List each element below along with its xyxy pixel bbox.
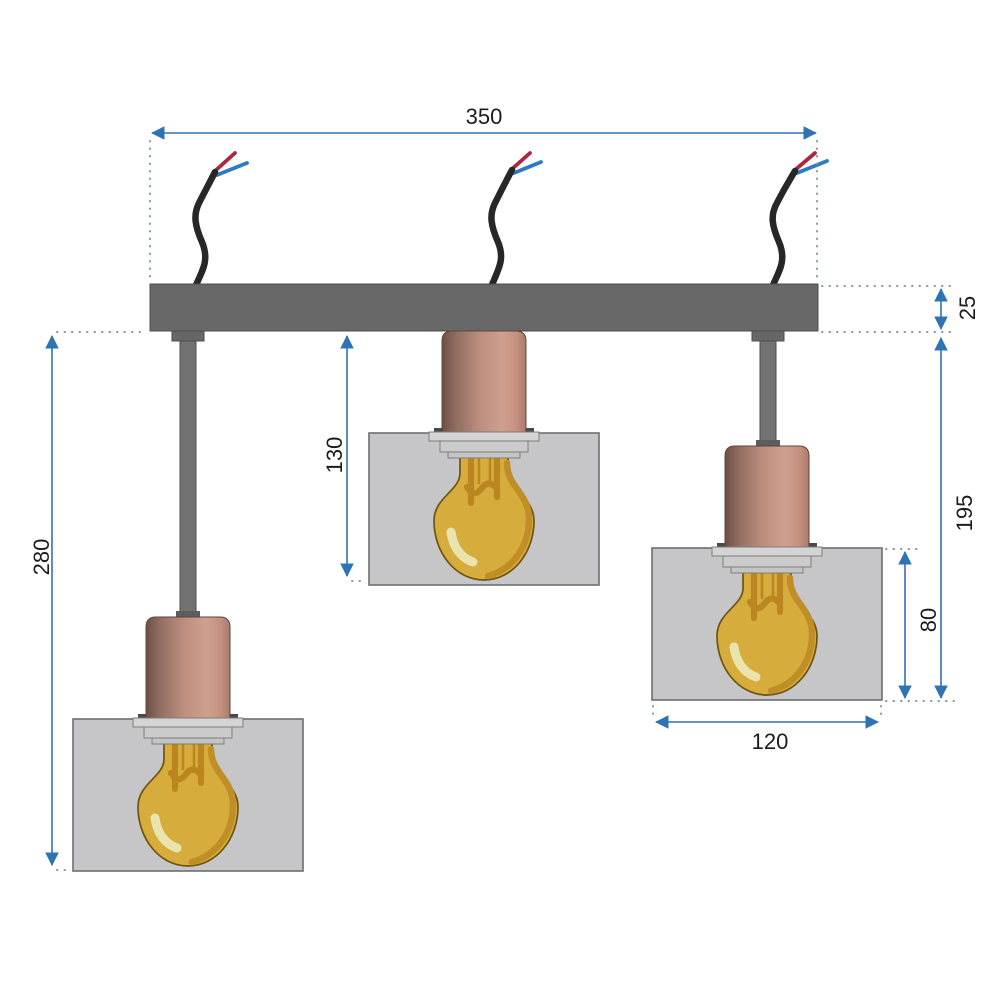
mounting-bar	[149, 283, 819, 332]
rod-cap	[171, 330, 205, 342]
dim-label-120: 120	[752, 729, 789, 754]
dim-label-130: 130	[322, 437, 347, 474]
wire-sheath	[487, 166, 516, 291]
dim-label-280: 280	[29, 539, 54, 576]
dimension-lines	[45, 126, 948, 867]
rod-socket-joint	[176, 611, 200, 618]
wire-right	[768, 151, 829, 291]
rod-cap	[751, 330, 785, 342]
wire-red-lead	[510, 151, 532, 171]
dimension-labels: 350 25 195 80 120 280 130	[29, 104, 980, 754]
wire-blue-lead	[512, 160, 543, 175]
wire-blue-lead	[795, 159, 829, 175]
wire-center	[487, 151, 543, 291]
wire-red-lead	[213, 151, 237, 173]
rod-socket-joint	[756, 440, 780, 447]
dim-label-25: 25	[955, 296, 980, 320]
wire-sheath	[191, 168, 219, 291]
rod-shaft	[179, 333, 197, 621]
wire-sheath	[768, 167, 799, 291]
dim-label-195: 195	[952, 495, 977, 532]
rod-right	[751, 330, 785, 450]
fixture-drawing	[73, 151, 882, 871]
extension-lines	[56, 140, 958, 871]
wire-left	[191, 151, 249, 291]
dim-label-350: 350	[466, 104, 503, 129]
wire-blue-lead	[215, 161, 249, 177]
dim-label-80: 80	[916, 608, 941, 632]
rod-shaft	[759, 333, 777, 450]
wire-red-lead	[793, 151, 817, 172]
